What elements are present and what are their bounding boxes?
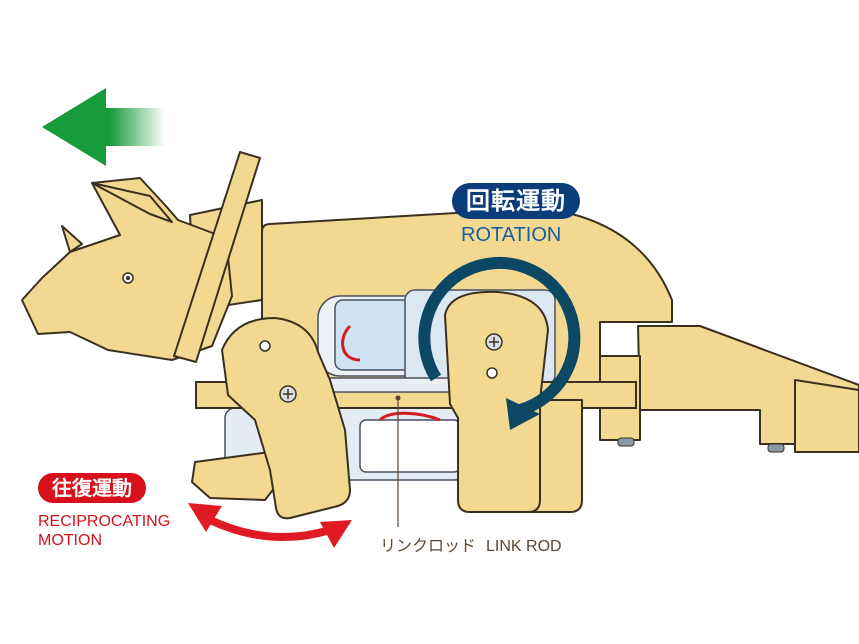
direction-arrow [42, 88, 165, 166]
tail-tip [794, 379, 859, 453]
front-leg [221, 317, 351, 520]
wire [341, 324, 361, 362]
rotation-arrow [418, 256, 581, 416]
wire [378, 411, 441, 422]
reciprocating-arrowhead-right [320, 520, 352, 548]
rotation-badge: 回転運動 [452, 183, 580, 219]
reciprocating-badge: 往復運動 [38, 473, 146, 503]
battery-tray [359, 419, 461, 473]
reciprocating-label-line2: MOTION [38, 532, 102, 549]
link-rod-label-en: LINK ROD [486, 538, 562, 555]
rotation-arrowhead [506, 398, 540, 430]
neck-board [173, 151, 261, 363]
head [21, 177, 233, 361]
reciprocating-arrowhead-left [188, 503, 222, 532]
nose-horn [61, 225, 83, 253]
rear-leg [444, 290, 549, 513]
brow-horn [91, 182, 173, 223]
reciprocating-arrow [208, 516, 332, 542]
rotation-label: ROTATION [461, 224, 562, 246]
link-rod-label-jp: リンクロッド [380, 536, 477, 555]
link-rod-label: リンクロッド LINK ROD [380, 532, 562, 556]
reciprocating-label-line1: RECIPROCATING [38, 513, 171, 530]
